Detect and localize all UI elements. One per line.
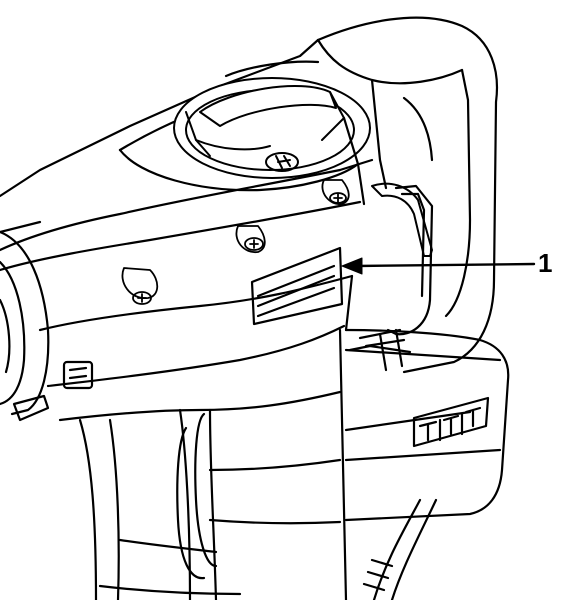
mode-selector-dial: [173, 77, 371, 179]
motor-housing: [78, 328, 348, 600]
screw-icon: [329, 192, 347, 204]
lock-icon: [418, 420, 438, 442]
base-block: [344, 328, 510, 522]
rear-handle: [316, 16, 498, 374]
callout-1-label: 1: [538, 248, 553, 278]
lock-icon: [442, 414, 460, 436]
top-screws: [121, 179, 350, 305]
front-nose: [0, 230, 94, 422]
trigger: [371, 182, 433, 257]
switch-panel: [412, 396, 490, 448]
lock-icon: [464, 406, 482, 428]
housing-side: [38, 246, 354, 422]
screw-icon: [244, 237, 264, 251]
callout-1-leader: [341, 257, 536, 275]
power-cord: [362, 498, 438, 600]
housing-shoulder: [118, 60, 366, 206]
vent-grille: [250, 246, 344, 326]
screw-icon: [132, 291, 152, 305]
